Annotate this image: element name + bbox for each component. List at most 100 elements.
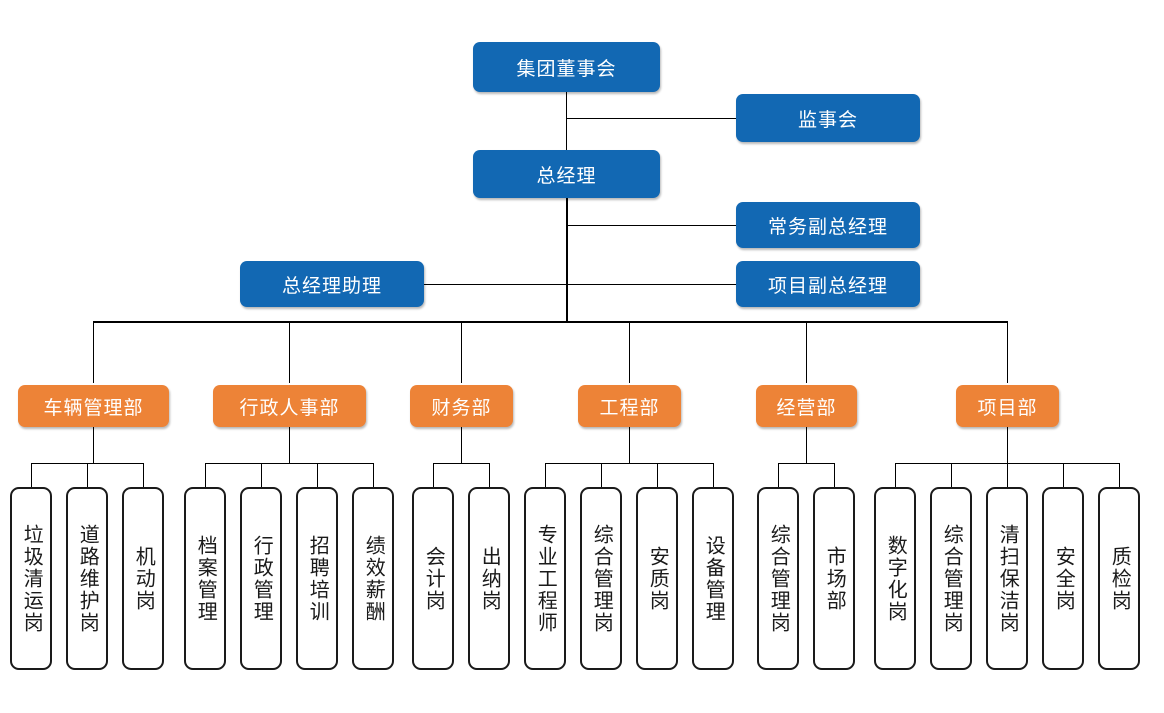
connector-admin-hr-bus — [205, 463, 374, 464]
connector-bus-to-finance — [461, 321, 462, 383]
node-department-operations[interactable]: 经营部 — [756, 385, 857, 427]
connector-leaf-recruit-training — [317, 463, 318, 487]
connector-leaf-eng-comprehensive — [601, 463, 602, 487]
leaf-ops-comprehensive[interactable]: 综合管理岗 — [757, 487, 799, 670]
connector-bus-to-operations — [806, 321, 807, 383]
connector-leaf-performance-pay — [373, 463, 374, 487]
connector-to-gm-assistant — [424, 284, 567, 285]
leaf-performance-pay[interactable]: 绩效薪酬 — [352, 487, 394, 670]
leaf-quality-check[interactable]: 质检岗 — [1098, 487, 1140, 670]
leaf-equipment-management-label: 设备管理 — [702, 534, 725, 623]
connector-board-down — [566, 92, 567, 150]
leaf-admin-management-label: 行政管理 — [250, 534, 273, 623]
node-department-operations-label: 经营部 — [776, 397, 837, 419]
leaf-safety-quality-label: 安质岗 — [646, 545, 669, 612]
leaf-admin-management[interactable]: 行政管理 — [240, 487, 282, 670]
node-executive-vice-president[interactable]: 常务副总经理 — [736, 202, 920, 248]
connector-leaf-garbage-transport — [31, 463, 32, 487]
leaf-safety-post[interactable]: 安全岗 — [1042, 487, 1084, 670]
node-department-admin-hr[interactable]: 行政人事部 — [213, 385, 366, 427]
node-department-project[interactable]: 项目部 — [956, 385, 1059, 427]
connector-leaf-ops-comprehensive — [778, 463, 779, 487]
connector-to-supervisory — [566, 118, 736, 119]
connector-engineering-stem — [629, 426, 630, 464]
node-department-vehicle-management[interactable]: 车辆管理部 — [18, 385, 169, 427]
leaf-road-maintenance-label: 道路维护岗 — [76, 523, 99, 634]
leaf-safety-post-label: 安全岗 — [1052, 545, 1075, 612]
leaf-accounting-post-label: 会计岗 — [422, 545, 445, 612]
node-gm-assistant[interactable]: 总经理助理 — [240, 261, 424, 307]
leaf-road-maintenance[interactable]: 道路维护岗 — [66, 487, 108, 670]
connector-leaf-digitalization-post — [895, 463, 896, 487]
connector-project-dept-stem — [1007, 426, 1008, 464]
leaf-digitalization-post-label: 数字化岗 — [884, 534, 907, 623]
leaf-accounting-post[interactable]: 会计岗 — [412, 487, 454, 670]
connector-engineering-bus — [545, 463, 714, 464]
connector-leaf-archive-management — [205, 463, 206, 487]
connector-admin-hr-stem — [289, 426, 290, 464]
node-department-admin-hr-label: 行政人事部 — [239, 397, 340, 419]
leaf-equipment-management[interactable]: 设备管理 — [692, 487, 734, 670]
node-supervisory-board[interactable]: 监事会 — [736, 94, 920, 142]
leaf-market-dept[interactable]: 市场部 — [813, 487, 855, 670]
leaf-safety-quality[interactable]: 安质岗 — [636, 487, 678, 670]
connector-leaf-quality-check — [1119, 463, 1120, 487]
connector-gm-trunk — [566, 198, 568, 322]
connector-leaf-professional-engineer — [545, 463, 546, 487]
connector-to-exec-vp — [566, 225, 736, 226]
leaf-cashier-post[interactable]: 出纳岗 — [468, 487, 510, 670]
leaf-professional-engineer-label: 专业工程师 — [534, 523, 557, 634]
connector-leaf-road-maintenance — [87, 463, 88, 487]
leaf-archive-management-label: 档案管理 — [194, 534, 217, 623]
leaf-eng-comprehensive[interactable]: 综合管理岗 — [580, 487, 622, 670]
connector-leaf-cashier-post — [489, 463, 490, 487]
leaf-proj-comprehensive[interactable]: 综合管理岗 — [930, 487, 972, 670]
leaf-cleaning-post[interactable]: 清扫保洁岗 — [986, 487, 1028, 670]
connector-bus-to-admin-hr — [289, 321, 290, 383]
node-project-vice-president-label: 项目副总经理 — [767, 275, 888, 297]
connector-leaf-cleaning-post — [1007, 463, 1008, 487]
node-gm-assistant-label: 总经理助理 — [281, 275, 382, 297]
node-supervisory-board-label: 监事会 — [797, 109, 858, 131]
leaf-proj-comprehensive-label: 综合管理岗 — [940, 523, 963, 634]
leaf-eng-comprehensive-label: 综合管理岗 — [590, 523, 613, 634]
node-general-manager-label: 总经理 — [536, 165, 597, 187]
connector-leaf-proj-comprehensive — [951, 463, 952, 487]
node-project-vice-president[interactable]: 项目副总经理 — [736, 261, 920, 307]
department-bus — [93, 321, 1008, 323]
connector-operations-bus — [778, 463, 835, 464]
node-board[interactable]: 集团董事会 — [473, 42, 660, 92]
node-department-engineering[interactable]: 工程部 — [578, 385, 681, 427]
connector-vehicle-management-stem — [93, 426, 94, 464]
connector-leaf-safety-quality — [657, 463, 658, 487]
leaf-professional-engineer[interactable]: 专业工程师 — [524, 487, 566, 670]
node-general-manager[interactable]: 总经理 — [473, 150, 660, 198]
leaf-digitalization-post[interactable]: 数字化岗 — [874, 487, 916, 670]
leaf-mobile-post-label: 机动岗 — [132, 545, 155, 612]
node-department-engineering-label: 工程部 — [599, 397, 660, 419]
connector-leaf-equipment-management — [713, 463, 714, 487]
node-department-project-label: 项目部 — [977, 397, 1038, 419]
connector-leaf-market-dept — [834, 463, 835, 487]
leaf-recruit-training-label: 招聘培训 — [306, 534, 329, 623]
connector-bus-to-project-dept — [1007, 321, 1008, 383]
leaf-archive-management[interactable]: 档案管理 — [184, 487, 226, 670]
leaf-performance-pay-label: 绩效薪酬 — [362, 534, 385, 623]
leaf-mobile-post[interactable]: 机动岗 — [122, 487, 164, 670]
leaf-recruit-training[interactable]: 招聘培训 — [296, 487, 338, 670]
leaf-garbage-transport[interactable]: 垃圾清运岗 — [10, 487, 52, 670]
node-department-finance[interactable]: 财务部 — [410, 385, 513, 427]
node-department-finance-label: 财务部 — [431, 397, 492, 419]
connector-leaf-mobile-post — [143, 463, 144, 487]
connector-to-project-vp — [566, 284, 736, 285]
node-executive-vice-president-label: 常务副总经理 — [767, 216, 888, 238]
connector-leaf-safety-post — [1063, 463, 1064, 487]
leaf-ops-comprehensive-label: 综合管理岗 — [767, 523, 790, 634]
connector-bus-to-vehicle-management — [93, 321, 94, 383]
leaf-cashier-post-label: 出纳岗 — [478, 545, 501, 612]
connector-leaf-admin-management — [261, 463, 262, 487]
connector-leaf-accounting-post — [433, 463, 434, 487]
connector-finance-bus — [433, 463, 490, 464]
connector-operations-stem — [806, 426, 807, 464]
